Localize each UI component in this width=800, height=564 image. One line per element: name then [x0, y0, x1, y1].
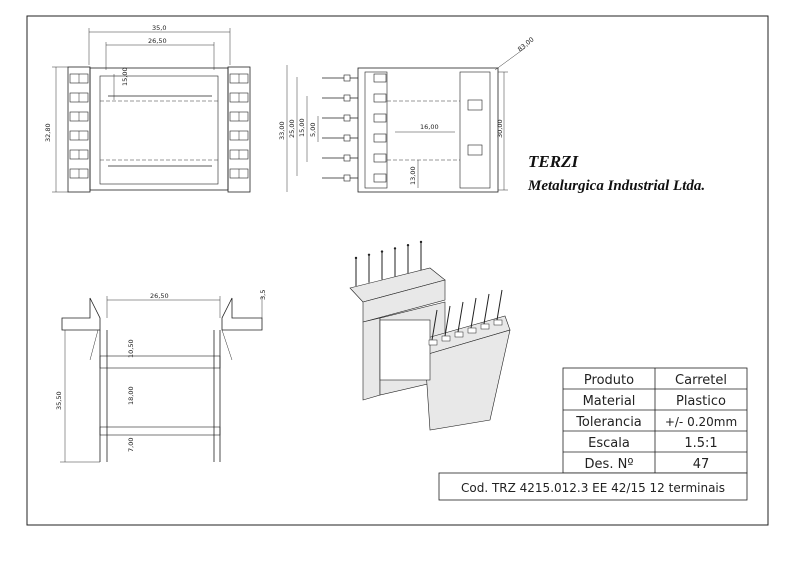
title-value-escala: 1.5:1: [684, 436, 717, 451]
side-view: 26,50 10,50 18,00 7,00 3,5 35,50: [55, 290, 267, 463]
dim-side-mid: 18,00: [127, 386, 135, 405]
dim-front-bottom: 13,00: [409, 166, 417, 185]
title-label-tolerancia: Tolerancia: [575, 415, 642, 430]
title-value-material: Plastico: [676, 394, 726, 409]
dim-top-slot: 15,00: [121, 67, 129, 86]
title-value-tolerancia: +/- 0.20mm: [665, 415, 737, 429]
dim-top-inner: 26,50: [148, 37, 167, 45]
title-value-produto: Carretel: [675, 373, 727, 388]
dim-front-h4: 5,00: [309, 123, 317, 137]
dim-front-angle: 83,00: [516, 35, 535, 53]
dim-top-height: 32,80: [44, 123, 52, 142]
title-value-des: 47: [693, 457, 710, 472]
dim-side-width: 26,50: [150, 292, 169, 300]
title-block: Produto Carretel Material Plastico Toler…: [438, 367, 748, 501]
company-name: TERZI: [528, 152, 579, 171]
part-code: Cod. TRZ 4215.012.3 EE 42/15 12 terminai…: [461, 481, 725, 495]
dim-top-overall: 35,0: [152, 24, 166, 32]
front-view: 83,00 33,00 25,00 15,00 5,00 16,00 13,00…: [278, 35, 536, 193]
isometric-view: [349, 240, 511, 431]
dim-side-upper: 10,50: [127, 339, 135, 358]
dim-side-total: 35,50: [55, 391, 63, 410]
title-label-des: Des. Nº: [585, 457, 634, 472]
dim-front-core: 16,00: [420, 123, 439, 131]
title-label-escala: Escala: [588, 436, 630, 451]
title-label-produto: Produto: [584, 373, 634, 388]
drawing-frame: [26, 15, 769, 526]
top-view: 35,0 26,50 15,00 32,80: [44, 24, 251, 193]
dim-side-top: 3,5: [259, 290, 267, 300]
dim-front-h1: 33,00: [278, 121, 286, 140]
title-label-material: Material: [583, 394, 636, 409]
dim-front-h3: 15,00: [298, 118, 306, 137]
dim-side-low: 7,00: [127, 438, 135, 452]
dim-front-h2: 25,00: [288, 119, 296, 138]
dim-front-right: 30,00: [496, 119, 504, 138]
company-subtitle: Metalurgica Industrial Ltda.: [527, 178, 705, 194]
